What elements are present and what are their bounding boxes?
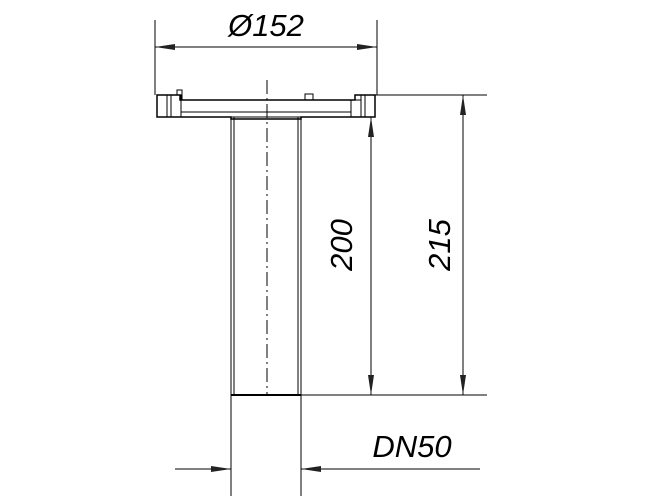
- diameter-dimension: Ø152: [154, 8, 378, 95]
- pipe: [230, 116, 302, 396]
- flange: [156, 89, 376, 120]
- height-215-dimension: 215: [422, 95, 466, 395]
- dn-label: DN50: [372, 429, 451, 464]
- height-200-label: 200: [324, 219, 359, 272]
- height-200-dimension: 200: [324, 117, 374, 395]
- height-215-label: 215: [422, 218, 457, 271]
- diameter-label: Ø152: [227, 8, 304, 43]
- dn-dimension: DN50: [175, 395, 480, 496]
